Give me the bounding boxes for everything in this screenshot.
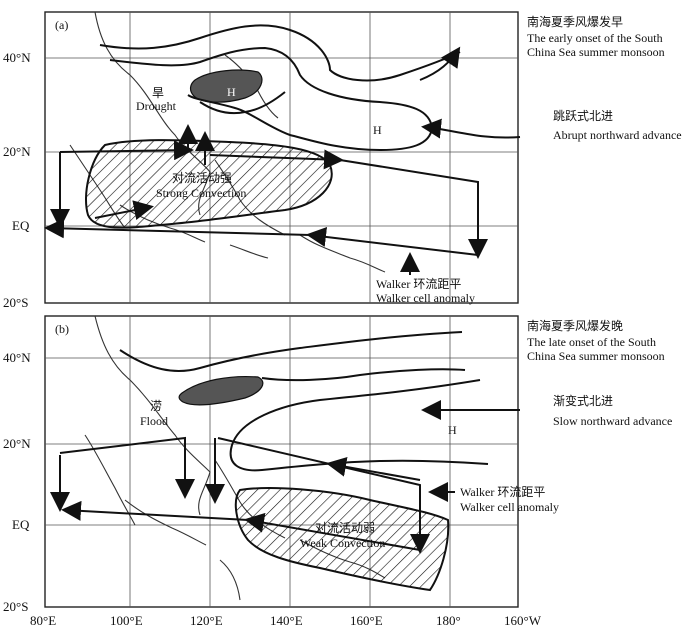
lon-label-80e: 80°E	[30, 613, 56, 628]
walker-label-cn-b: Walker 环流距平	[460, 485, 545, 499]
high-label-b: H	[448, 423, 457, 437]
lat-label-20n-a: 20°N	[3, 144, 31, 159]
walker-arrow-right-b	[217, 437, 430, 554]
lon-label-100e: 100°E	[110, 613, 143, 628]
high-contour-b-inner	[229, 379, 489, 472]
panel-b-frame	[44, 315, 519, 608]
panel-a-tag: (a)	[55, 18, 68, 32]
subtropical-ridge-a	[199, 91, 286, 115]
panel-a-title-en-2: China Sea summer monsoon	[527, 45, 665, 59]
panel-b-tag: (b)	[55, 322, 69, 336]
westerly-contour-a-outer	[99, 24, 461, 82]
walker-arrow-upper-a	[59, 140, 194, 161]
convection-label-en-a: Strong Convection	[156, 186, 246, 200]
walker-arrow-top-a	[209, 149, 344, 170]
weak-convection-region	[234, 487, 450, 592]
panel-b-title-en-1: The late onset of the South	[527, 335, 656, 349]
flood-label-en: Flood	[140, 414, 168, 428]
lat-label-20n-b: 20°N	[3, 436, 31, 451]
lat-label-eq-b: EQ	[12, 517, 30, 532]
lat-label-40n-b: 40°N	[3, 350, 31, 365]
drought-label-cn: 旱	[152, 86, 164, 100]
panel-b-title-cn: 南海夏季风爆发晚	[527, 318, 623, 333]
drought-label-en: Drought	[136, 99, 177, 113]
panel-b-title-en-2: China Sea summer monsoon	[527, 349, 665, 363]
flood-label-cn: 涝	[150, 399, 162, 413]
high-pressure-core-b	[178, 375, 264, 406]
eq-left-arrow-a	[94, 200, 154, 220]
walker-label-en-b: Walker cell anomaly	[460, 500, 559, 514]
advance-arrow-a	[421, 118, 521, 139]
convection-label-cn-a: 对流活动强	[172, 171, 232, 185]
walker-label-en-a: Walker cell anomaly	[376, 291, 475, 305]
convection-label-cn-b: 对流活动弱	[315, 521, 375, 535]
lat-label-20s-a: 20°S	[3, 295, 28, 310]
panel-a-frame	[44, 11, 519, 304]
walker-arrow-eq-a	[44, 218, 311, 239]
lon-label-180: 180°	[436, 613, 461, 628]
panel-a: (a) 旱 Drought H H 对流活动强 Strong Convectio…	[3, 11, 682, 310]
lon-label-140e: 140°E	[270, 613, 303, 628]
lon-label-160w: 160°W	[504, 613, 542, 628]
walker-label-cn-a: Walker 环流距平	[376, 277, 461, 291]
return-arrow-b	[326, 456, 421, 481]
high-label-a2: H	[373, 123, 382, 137]
panel-a-advance-en: Abrupt northward advance	[553, 128, 682, 142]
panel-b-advance-cn: 渐变式北进	[553, 393, 613, 408]
westerly-contour-b-outer	[119, 331, 463, 372]
walker-arrow-eq-b	[61, 500, 249, 521]
high-contour-a	[109, 46, 434, 152]
panel-a-title-en-1: The early onset of the South	[527, 31, 663, 45]
walker-arrow-bottom-b	[244, 512, 421, 551]
walker-arrow-upper-b	[59, 436, 195, 499]
walker-arrow-right-a	[339, 159, 488, 259]
lat-label-eq-a: EQ	[12, 218, 30, 233]
lon-label-160e: 160°E	[350, 613, 383, 628]
panel-a-advance-cn: 跳跃式北进	[553, 109, 613, 123]
panel-b: (b) 涝 Flood H 对流活动弱 Weak Convection Walk…	[3, 315, 672, 614]
longitude-axis: 80°E 100°E 120°E 140°E 160°E 180° 160°W	[30, 613, 542, 628]
northeast-arrow-a	[419, 46, 461, 81]
panel-a-title-cn: 南海夏季风爆发早	[527, 14, 623, 29]
high-contour-b	[261, 368, 466, 382]
high-label-a1: H	[227, 85, 236, 99]
lat-label-40n-a: 40°N	[3, 50, 31, 65]
lon-label-120e: 120°E	[190, 613, 223, 628]
high-pressure-core-a	[189, 69, 263, 103]
walker-arrow-bottom-a	[306, 226, 479, 256]
panel-b-advance-en: Slow northward advance	[553, 414, 672, 428]
lat-label-20s-b: 20°S	[3, 599, 28, 614]
convection-label-en-b: Weak Convection	[300, 536, 385, 550]
